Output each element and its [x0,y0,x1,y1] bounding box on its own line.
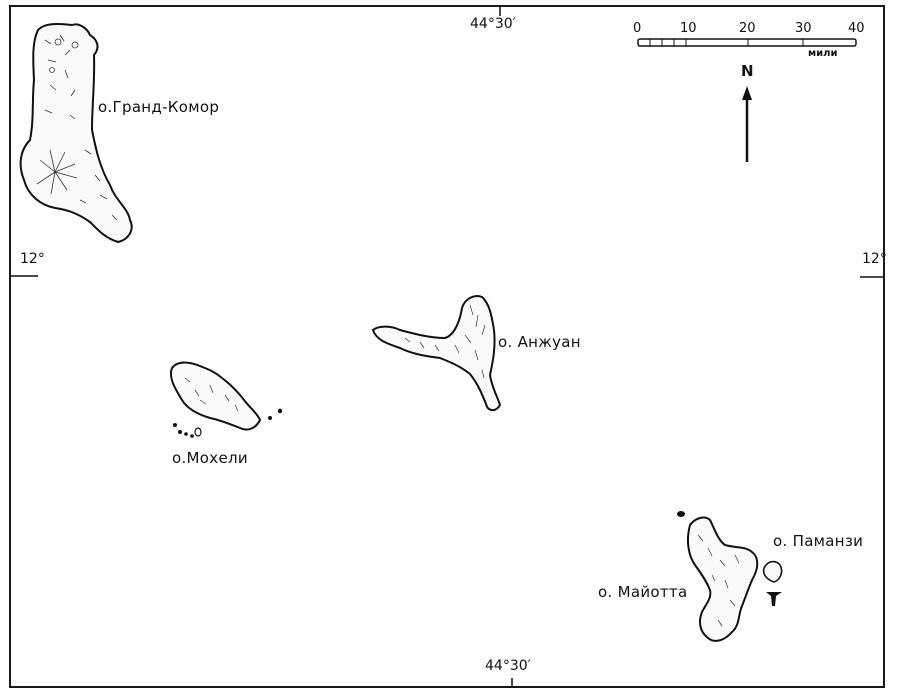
island-grande-comore [19,23,133,244]
label-grande-comore: о.Гранд-Комор [98,98,220,116]
scale-tick-10: 10 [680,21,697,36]
island-pamanzi [762,560,783,606]
north-label: N [741,62,754,80]
bottom-longitude-label: 44°30′ [485,658,531,674]
island-moheli [170,361,283,438]
label-pamanzi: о. Паманзи [773,532,864,550]
scale-unit: мили [808,48,838,59]
scale-tick-40: 40 [848,21,865,36]
scale-tick-30: 30 [795,21,812,36]
left-latitude-label: 12° [20,251,45,267]
north-arrow-icon [742,86,752,162]
map-frame [9,5,885,688]
island-anjouan [371,295,502,412]
label-mayotte: о. Майотта [598,583,688,601]
scale-tick-20: 20 [739,21,756,36]
scale-tick-0: 0 [633,21,642,36]
island-mayotte [677,511,759,642]
label-anjouan: о. Анжуан [498,333,581,351]
top-longitude-label: 44°30′ [470,16,516,32]
right-latitude-label: 12° [862,251,887,267]
scale-bar [637,38,857,47]
label-moheli: о.Мохели [172,449,248,467]
